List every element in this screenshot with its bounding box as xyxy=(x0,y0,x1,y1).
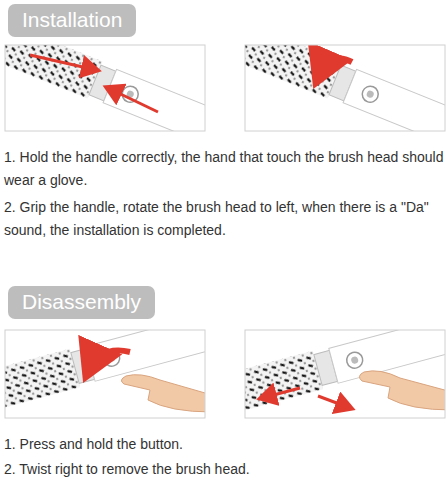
section-heading: Disassembly xyxy=(22,290,141,313)
instruction-text: 1. Press and hold the button. xyxy=(4,433,444,456)
instruction-text: 2. Grip the handle, rotate the brush hea… xyxy=(4,196,444,242)
section-heading: Installation xyxy=(22,8,122,31)
section-tab: Installation xyxy=(8,4,136,37)
instruction-text: 2. Twist right to remove the brush head. xyxy=(4,458,444,481)
section-tab: Disassembly xyxy=(8,286,155,319)
instruction-text: 1. Hold the handle correctly, the hand t… xyxy=(4,146,444,192)
